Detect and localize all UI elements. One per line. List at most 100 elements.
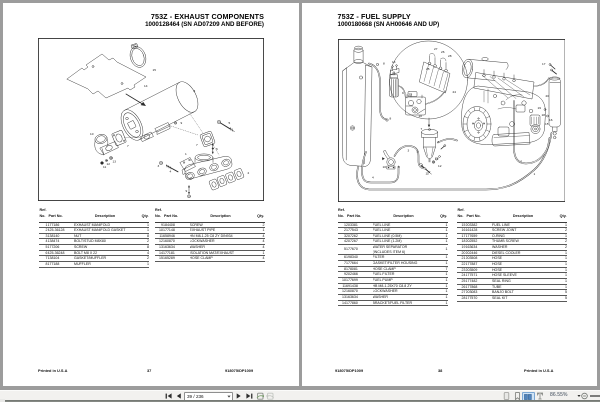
col-no: No. <box>39 213 46 218</box>
footer-printed: Printed in U.S.A <box>38 367 68 373</box>
parts-table-header: Ref. No. Part No. Description Qty. <box>39 208 149 222</box>
diagram-callout-number: 23 <box>408 93 412 97</box>
diagram-callout-number: 6 <box>216 147 218 151</box>
engine-part <box>460 57 550 147</box>
diagram-callout-number: 8 <box>389 117 391 121</box>
col-desc: Description <box>210 213 231 218</box>
diagram-callout-number: 14 <box>392 60 396 64</box>
previous-view-button[interactable] <box>256 391 265 401</box>
col-part: Part No. <box>466 213 481 218</box>
col-desc: Description <box>94 213 116 218</box>
exhaust-manifold-part <box>181 153 233 180</box>
page-subtitle: 1000180668 (SN AH00646 AND UP) <box>337 21 440 28</box>
diagram-callout-number: 3 <box>158 164 160 168</box>
diagram-callout-number: 1 <box>185 152 187 156</box>
diagram-callout-number: 9 <box>402 91 404 95</box>
col-desc: Description <box>393 213 414 218</box>
footer-printed: Printed in U.S.A <box>524 367 554 373</box>
last-page-button[interactable] <box>245 391 253 401</box>
diagram-callout-number: 7 <box>127 144 129 148</box>
col-desc: Description <box>512 213 534 218</box>
diagram-callout-number: 15 <box>153 68 157 72</box>
diagram-callout-number: 28 <box>448 54 452 58</box>
muffler-part <box>120 81 199 141</box>
col-ref: Ref. <box>457 207 465 212</box>
diagram-callout-number: 12 <box>107 162 111 166</box>
footer-doc-number: 918075/DP1009 <box>225 367 254 373</box>
zoom-level-value[interactable]: 86.55% <box>550 392 568 399</box>
diagram-callout-number: 24 <box>452 90 456 94</box>
diagram-callout-number: 18 <box>541 113 545 117</box>
diagram-callout-number: 2 <box>520 160 522 164</box>
zoom-slider[interactable] <box>590 391 600 401</box>
diagram-callout-number: 10 <box>382 165 386 169</box>
page-number-value[interactable]: 39 / 236 <box>187 393 204 399</box>
diagram-callout-number: 7 <box>420 127 422 131</box>
two-page-view-icon <box>524 393 533 400</box>
parts-table-header: Ref. No. Part No. Description Qty. <box>338 208 448 222</box>
diagram-callout-number: 26 <box>441 50 445 54</box>
page-subtitle: 1000128464 (SN AD07209 AND BEFORE) <box>145 21 264 28</box>
document-page-38: 753Z - FUEL SUPPLY 1000180668 (SN AH0064… <box>302 3 597 386</box>
window-bottom-corner <box>0 399 5 402</box>
zoom-dropdown-icon[interactable] <box>576 391 581 401</box>
diagram-callout-number: 3 <box>407 149 409 153</box>
continuous-view-button[interactable] <box>514 391 521 401</box>
diagram-callout-number: 9 <box>181 121 183 125</box>
heat-shield-part <box>66 53 147 99</box>
col-ref: Ref. <box>338 207 345 212</box>
detail-inset-circle <box>388 40 468 120</box>
manifold-gaskets-part <box>208 168 245 191</box>
next-view-button[interactable] <box>265 391 275 401</box>
diagram-callout-number: 17 <box>542 62 546 66</box>
fuel-lines-part <box>355 100 552 191</box>
diagram-callout-number: 13 <box>113 160 117 164</box>
diagram-callout-number: 1 <box>533 172 535 176</box>
next-page-button[interactable] <box>236 391 242 401</box>
page-dropdown-icon[interactable] <box>226 393 231 400</box>
single-page-view-button[interactable] <box>503 391 510 401</box>
col-ref: Ref. <box>155 207 162 212</box>
fit-page-button[interactable] <box>536 391 544 401</box>
footer-page-number: 37 <box>147 367 152 373</box>
col-no: No. <box>338 213 344 218</box>
diagram-callout-number: 10 <box>418 114 422 118</box>
diagram-callout-number: 14 <box>144 84 148 88</box>
page-title-block: 753Z - EXHAUST COMPONENTS 1000128464 (SN… <box>145 12 264 29</box>
previous-page-button[interactable] <box>176 391 182 401</box>
first-page-button[interactable] <box>165 391 172 401</box>
zoom-out-button[interactable] <box>580 391 588 401</box>
window-bottom-edge <box>0 400 600 402</box>
diagram-callout-number: 8 <box>194 89 196 93</box>
page-title: 753Z - FUEL SUPPLY <box>337 12 411 21</box>
parts-table-header: Ref. No. Part No. Description Qty. <box>457 208 567 222</box>
diagram-callout-number: 2 <box>248 171 250 175</box>
diagram-callout-number: 5 <box>416 150 418 154</box>
